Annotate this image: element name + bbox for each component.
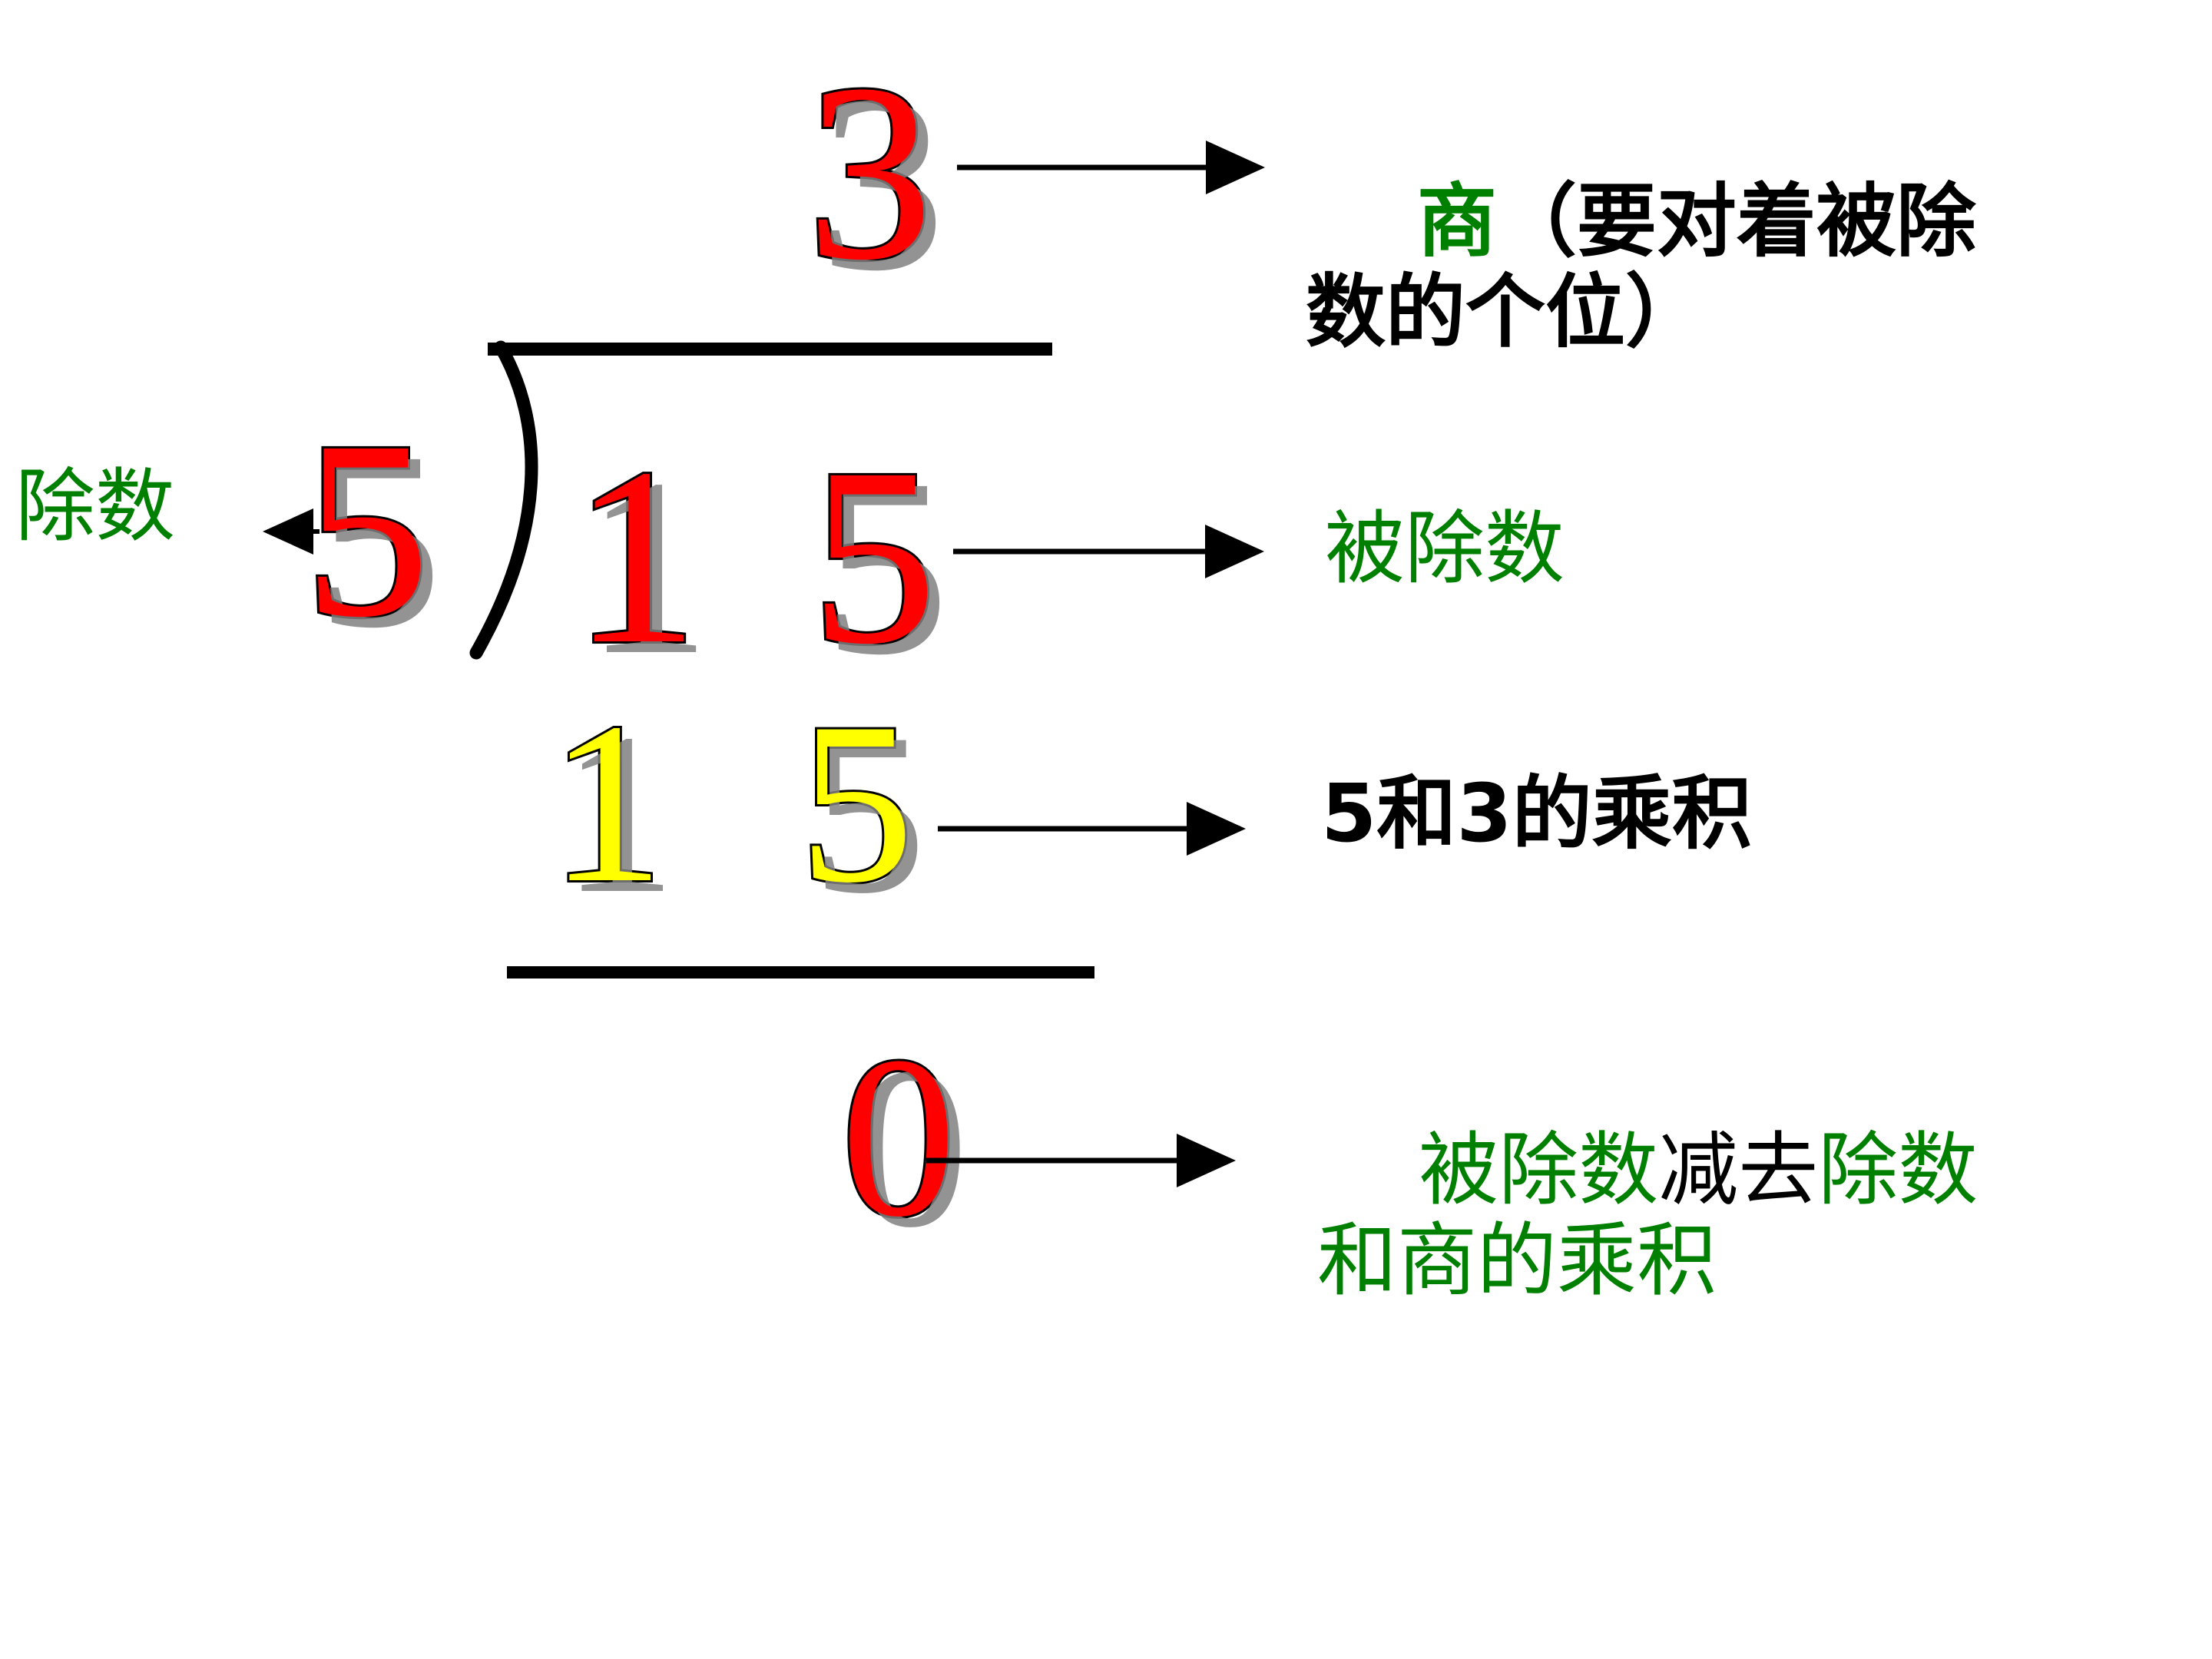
product-ones-digit: 5 [796, 675, 916, 930]
quotient-annotation-green: 商 [1416, 174, 1497, 268]
quotient-annotation-black: （要对着被除 数的个位） [1306, 174, 1976, 359]
remainder-annotation-seg2: 减去 [1658, 1122, 1819, 1217]
product-tens-digit: 1 [547, 675, 667, 930]
divisor-arrow [263, 508, 320, 555]
quotient-digit: 3 [804, 32, 935, 313]
dividend-annotation: 被除数 [1325, 502, 1565, 595]
remainder-annotation-seg1: 被除数 [1419, 1122, 1659, 1217]
product-arrow [938, 802, 1246, 856]
quotient-annotation: 商（要对着被除 数的个位） [1306, 84, 2151, 449]
division-bracket-icon [469, 340, 538, 660]
divisor-annotation: 除数 [15, 459, 176, 553]
remainder-annotation: 被除数减去除数 和商的乘积 [1317, 1033, 2177, 1397]
quotient-arrow [957, 141, 1265, 194]
remainder-annotation-seg3: 除数 和商的乘积 [1317, 1122, 1979, 1308]
division-vinculum [488, 343, 1052, 356]
subtraction-rule [507, 966, 1094, 979]
product-annotation: 5和3的乘积 [1321, 767, 1752, 860]
remainder-digit: 0 [839, 1009, 959, 1264]
divisor-digit: 5 [301, 389, 432, 670]
dividend-ones-digit: 5 [808, 416, 939, 697]
remainder-arrow [926, 1134, 1236, 1187]
dividend-tens-digit: 1 [570, 416, 701, 697]
dividend-arrow [953, 525, 1264, 578]
